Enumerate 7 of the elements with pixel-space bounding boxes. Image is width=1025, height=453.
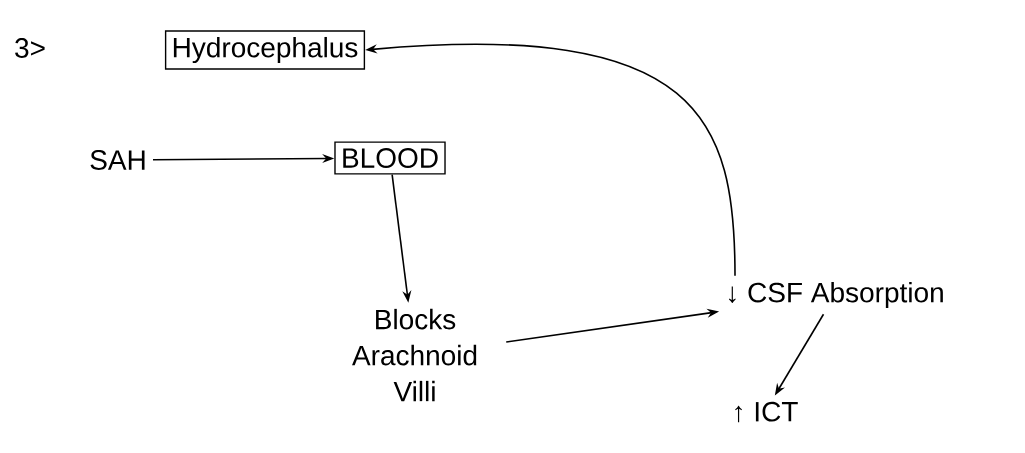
term-text: ↓ CSF Absorption xyxy=(729,281,943,309)
term-text: SAH xyxy=(90,150,145,170)
boxed-term: Hydrocephalus xyxy=(164,30,366,70)
term-text: Blocks Arachnoid Villi xyxy=(352,308,477,402)
boxed-term: BLOOD xyxy=(334,141,446,175)
step-number: 3> xyxy=(15,38,45,58)
term-text: ↑ ICT xyxy=(735,401,798,423)
